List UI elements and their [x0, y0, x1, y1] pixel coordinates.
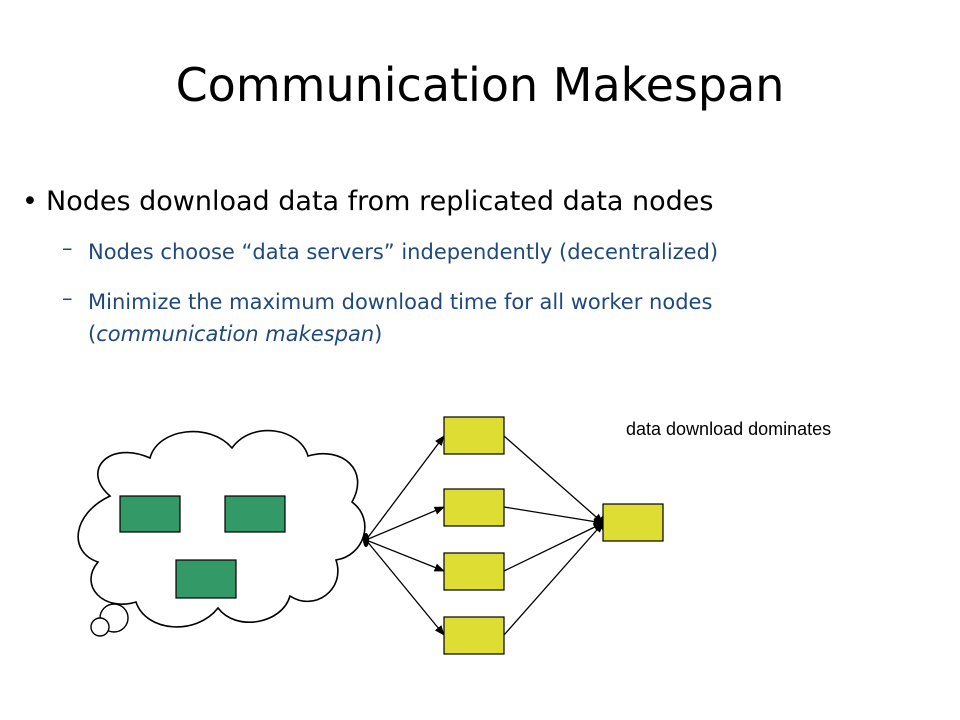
worker-node — [443, 552, 505, 591]
sub-bullet-dash: – — [62, 286, 73, 310]
data-node — [224, 495, 286, 533]
result-arrow — [503, 435, 604, 524]
worker-node — [443, 616, 505, 655]
sink-node — [602, 503, 664, 542]
cloud-bubble-small — [90, 617, 110, 637]
sub-bullet-2-emphasis: communication makespan — [96, 322, 375, 346]
sub-bullet-dash: – — [62, 236, 73, 260]
sub-bullet-2-post: ) — [374, 322, 383, 346]
data-node — [119, 495, 181, 533]
data-node — [175, 559, 237, 599]
sub-bullet-2-pre: Minimize the maximum download time for a… — [88, 290, 713, 346]
diagram-caption: data download dominates — [626, 419, 831, 439]
worker-node — [443, 416, 505, 455]
slide-title: Communication Makespan — [175, 58, 785, 112]
download-arrow — [365, 435, 445, 541]
download-arrow — [365, 539, 445, 636]
main-bullet-text: Nodes download data from replicated data… — [46, 186, 714, 217]
result-arrow — [503, 522, 604, 636]
bullet-dot: • — [22, 186, 38, 217]
result-arrow — [503, 506, 605, 526]
sub-bullet-2-text: Minimize the maximum download time for a… — [88, 286, 888, 350]
worker-node — [443, 488, 505, 527]
result-arrow — [503, 522, 604, 572]
sub-bullet-1-text: Nodes choose “data servers” independentl… — [88, 240, 719, 264]
data-cloud — [77, 429, 366, 628]
download-arrow — [365, 506, 445, 541]
download-arrow — [365, 539, 445, 572]
